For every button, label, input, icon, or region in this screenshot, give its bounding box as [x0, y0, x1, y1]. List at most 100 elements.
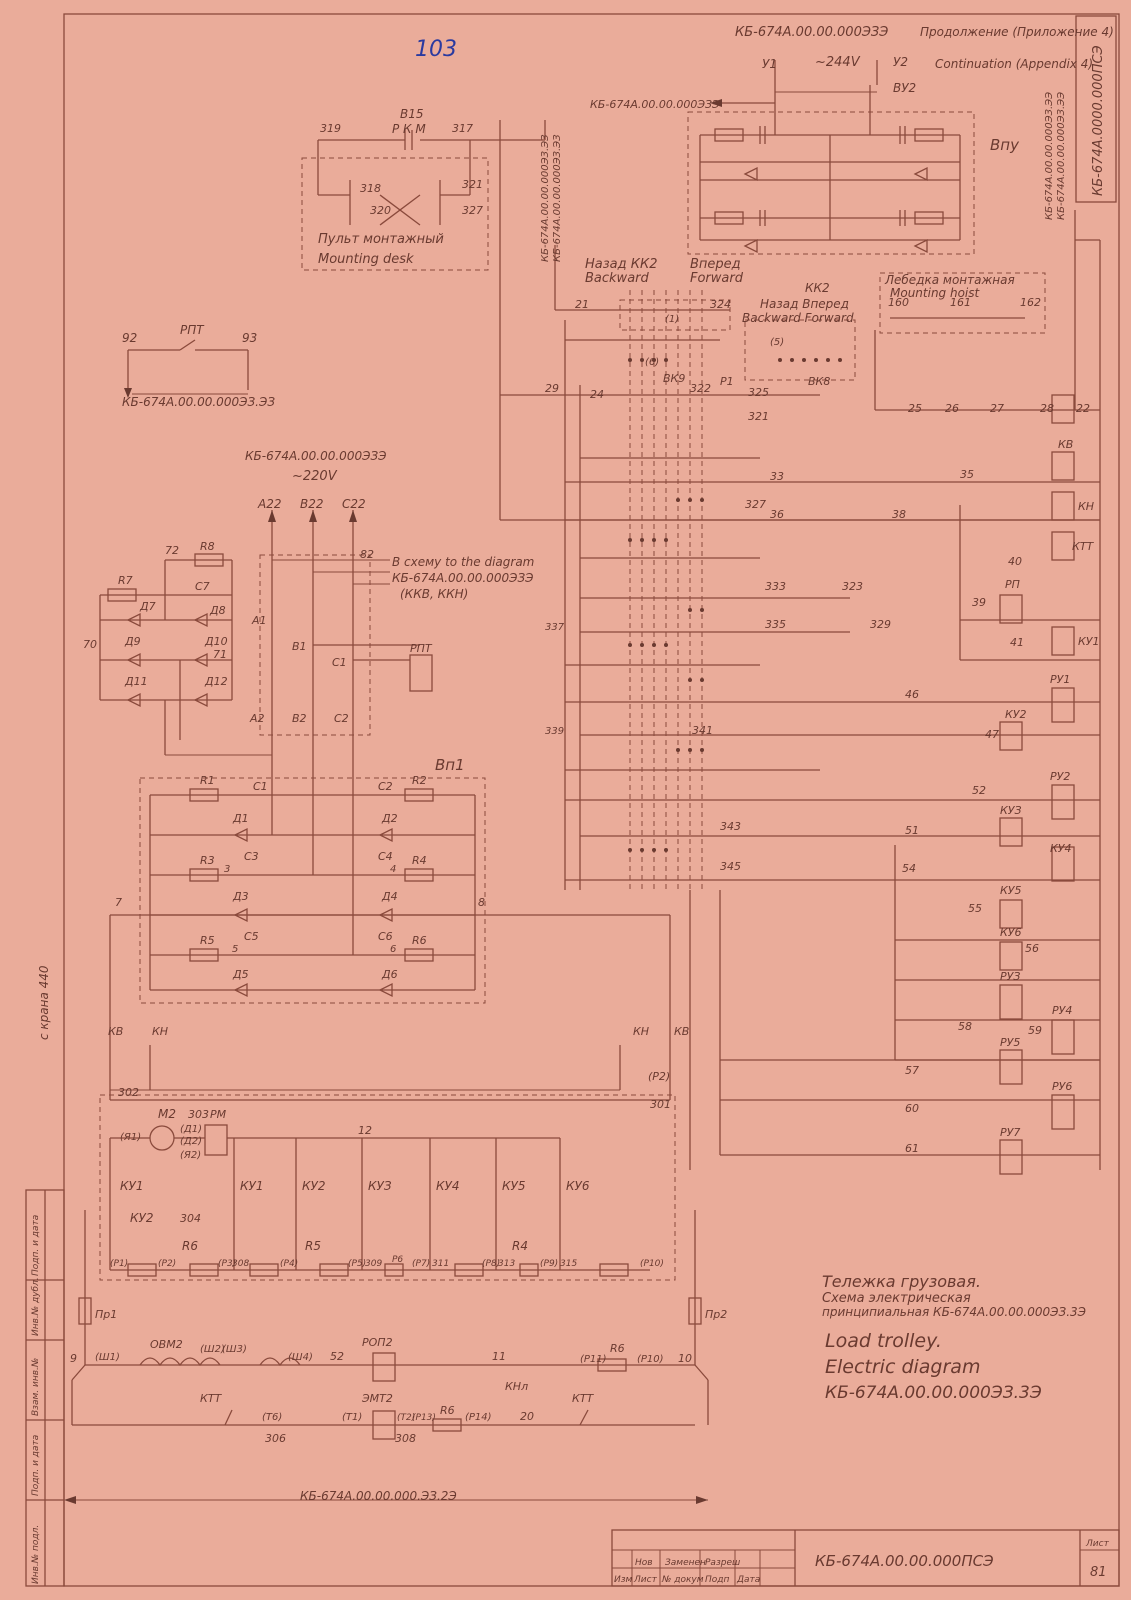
kk2-back-ru: Назад КК2: [585, 257, 657, 272]
rkm-label: Р К М: [392, 122, 426, 136]
vertical-ref-1: КБ-674А.00.00.000ЭЗ.ЭЗ: [540, 134, 551, 262]
ru-b1: В1: [292, 640, 307, 653]
tn-327: 327: [462, 204, 483, 217]
fd-ovm2: ОВМ2: [150, 1338, 183, 1351]
tn-vk8: ВК8: [808, 375, 830, 388]
coil-ru4: [1051, 1019, 1075, 1055]
resistor-r7: [107, 588, 137, 602]
rs-ku2: КУ2: [130, 1211, 153, 1225]
tn-29: 29: [545, 382, 559, 395]
vertical-ref-2: КБ-674А.00.00.000ЭЗ.ЭЗ: [552, 134, 563, 262]
term-u1: У1: [762, 57, 777, 71]
stamp-bot-5: Дата: [736, 1575, 760, 1585]
bk-t6: (Т6): [262, 1412, 282, 1423]
resistor-r1: [189, 788, 219, 802]
rs-r4: R4: [512, 1239, 528, 1253]
resistor-r5: [189, 948, 219, 962]
ru-71: 71: [213, 648, 227, 661]
to-diagram-items: (ККВ, ККН): [400, 587, 468, 601]
fd-52: 52: [330, 1350, 344, 1363]
kk2-back-en: Backward: [585, 271, 650, 286]
wn-54: 54: [902, 862, 916, 875]
rs-p8: (Р8): [482, 1259, 500, 1269]
fuse-pr2: [688, 1297, 702, 1325]
br-6: 6: [390, 944, 396, 955]
tn-324: 324: [710, 298, 731, 311]
rs-r6: R6: [182, 1239, 198, 1253]
coil-ru7: [999, 1139, 1023, 1175]
rr-ku6: КУ6: [1000, 926, 1022, 939]
bk-emt2: ЭМТ2: [361, 1392, 393, 1405]
title-box-vertical: [1075, 15, 1117, 203]
kk2b-contact-box: [744, 319, 856, 381]
wn-327: 327: [745, 498, 766, 511]
wn-162: 162: [1020, 296, 1041, 309]
tn-1: (1): [665, 314, 679, 325]
wn-28: 28: [1040, 402, 1054, 415]
coil-ru2: [1051, 784, 1075, 820]
wn-339: 339: [545, 726, 564, 737]
vpu-label: Впу: [990, 136, 1020, 154]
br-r3: R3: [200, 854, 215, 867]
rr-ru2: РУ2: [1050, 770, 1070, 783]
ku-row-3: КУЗ: [368, 1179, 392, 1193]
desk-title-en: Mounting desk: [318, 252, 414, 267]
brake-emt2-coil: [372, 1410, 396, 1440]
mo-12: 12: [358, 1124, 372, 1137]
bk-ktt-right: КТТ: [572, 1392, 595, 1405]
wn-52: 52: [972, 784, 986, 797]
rs-r5: R5: [305, 1239, 321, 1253]
rs-311: 311: [432, 1259, 449, 1269]
br-r6: R6: [412, 934, 427, 947]
margin-stamp-2: Подп. и дата: [31, 1435, 41, 1496]
rs-p9: (Р9): [540, 1259, 558, 1269]
br-3: 3: [224, 864, 230, 875]
br-7: 7: [115, 896, 122, 909]
rs-p2: (Р2): [158, 1259, 176, 1269]
mo-303: 303: [188, 1108, 209, 1121]
rr-kv: КВ: [1058, 438, 1073, 451]
coil-knl: [1051, 394, 1075, 424]
phase-a22: А22: [257, 497, 281, 511]
margin-stamp-3: Взам. инв.№: [31, 1358, 41, 1416]
motor-block: [99, 1094, 676, 1281]
title-ru-2: Схема электрическая: [822, 1291, 971, 1306]
rpt-row-label: РПТ: [180, 323, 205, 337]
wn-335: 335: [765, 618, 786, 631]
ru-d11: Д11: [124, 675, 148, 688]
wn-39: 39: [972, 596, 986, 609]
rs-p5: (Р5): [348, 1259, 366, 1269]
winch-title-en: Mounting hoist: [890, 286, 981, 300]
mo-p2: (Р2): [648, 1070, 670, 1083]
tn-6: (6): [645, 357, 659, 368]
top-ref: КБ-674А.00.00.000ЭЗЭ: [735, 25, 888, 40]
br-d2: Д2: [381, 812, 398, 825]
rs-315: 315: [560, 1259, 577, 1269]
title-en-2: Electric diagram: [825, 1356, 980, 1378]
mo-301: 301: [650, 1098, 671, 1111]
wn-55: 55: [968, 902, 982, 915]
ku-row-6: КУ6: [566, 1179, 590, 1193]
wn-58: 58: [958, 1020, 972, 1033]
ru-d10: Д10: [204, 635, 228, 648]
margin-stamp-5: Подп. и дата: [31, 1215, 41, 1276]
rpt-row-93: 93: [242, 331, 257, 345]
wn-333: 333: [765, 580, 786, 593]
phase-b22: В22: [300, 497, 324, 511]
ru-c2: С2: [334, 712, 349, 725]
coil-ru3: [999, 984, 1023, 1020]
ru-d12: Д12: [204, 675, 228, 688]
stamp-top-2: Заменен: [665, 1558, 706, 1568]
stamp-sheet-label: Лист: [1085, 1539, 1110, 1549]
ru-r7: R7: [118, 574, 133, 587]
rr-ru4: РУ4: [1052, 1004, 1072, 1017]
ru-r8: R8: [200, 540, 215, 553]
relay-rop2-coil: [372, 1352, 396, 1382]
wn-160: 160: [888, 296, 909, 309]
wn-47: 47: [985, 728, 999, 741]
rr-ku5: КУ5: [1000, 884, 1022, 897]
wn-60: 60: [905, 1102, 919, 1115]
tn-5: (5): [770, 337, 784, 348]
rr-ru6: РУ6: [1052, 1080, 1072, 1093]
ru-a1: А1: [251, 614, 267, 627]
